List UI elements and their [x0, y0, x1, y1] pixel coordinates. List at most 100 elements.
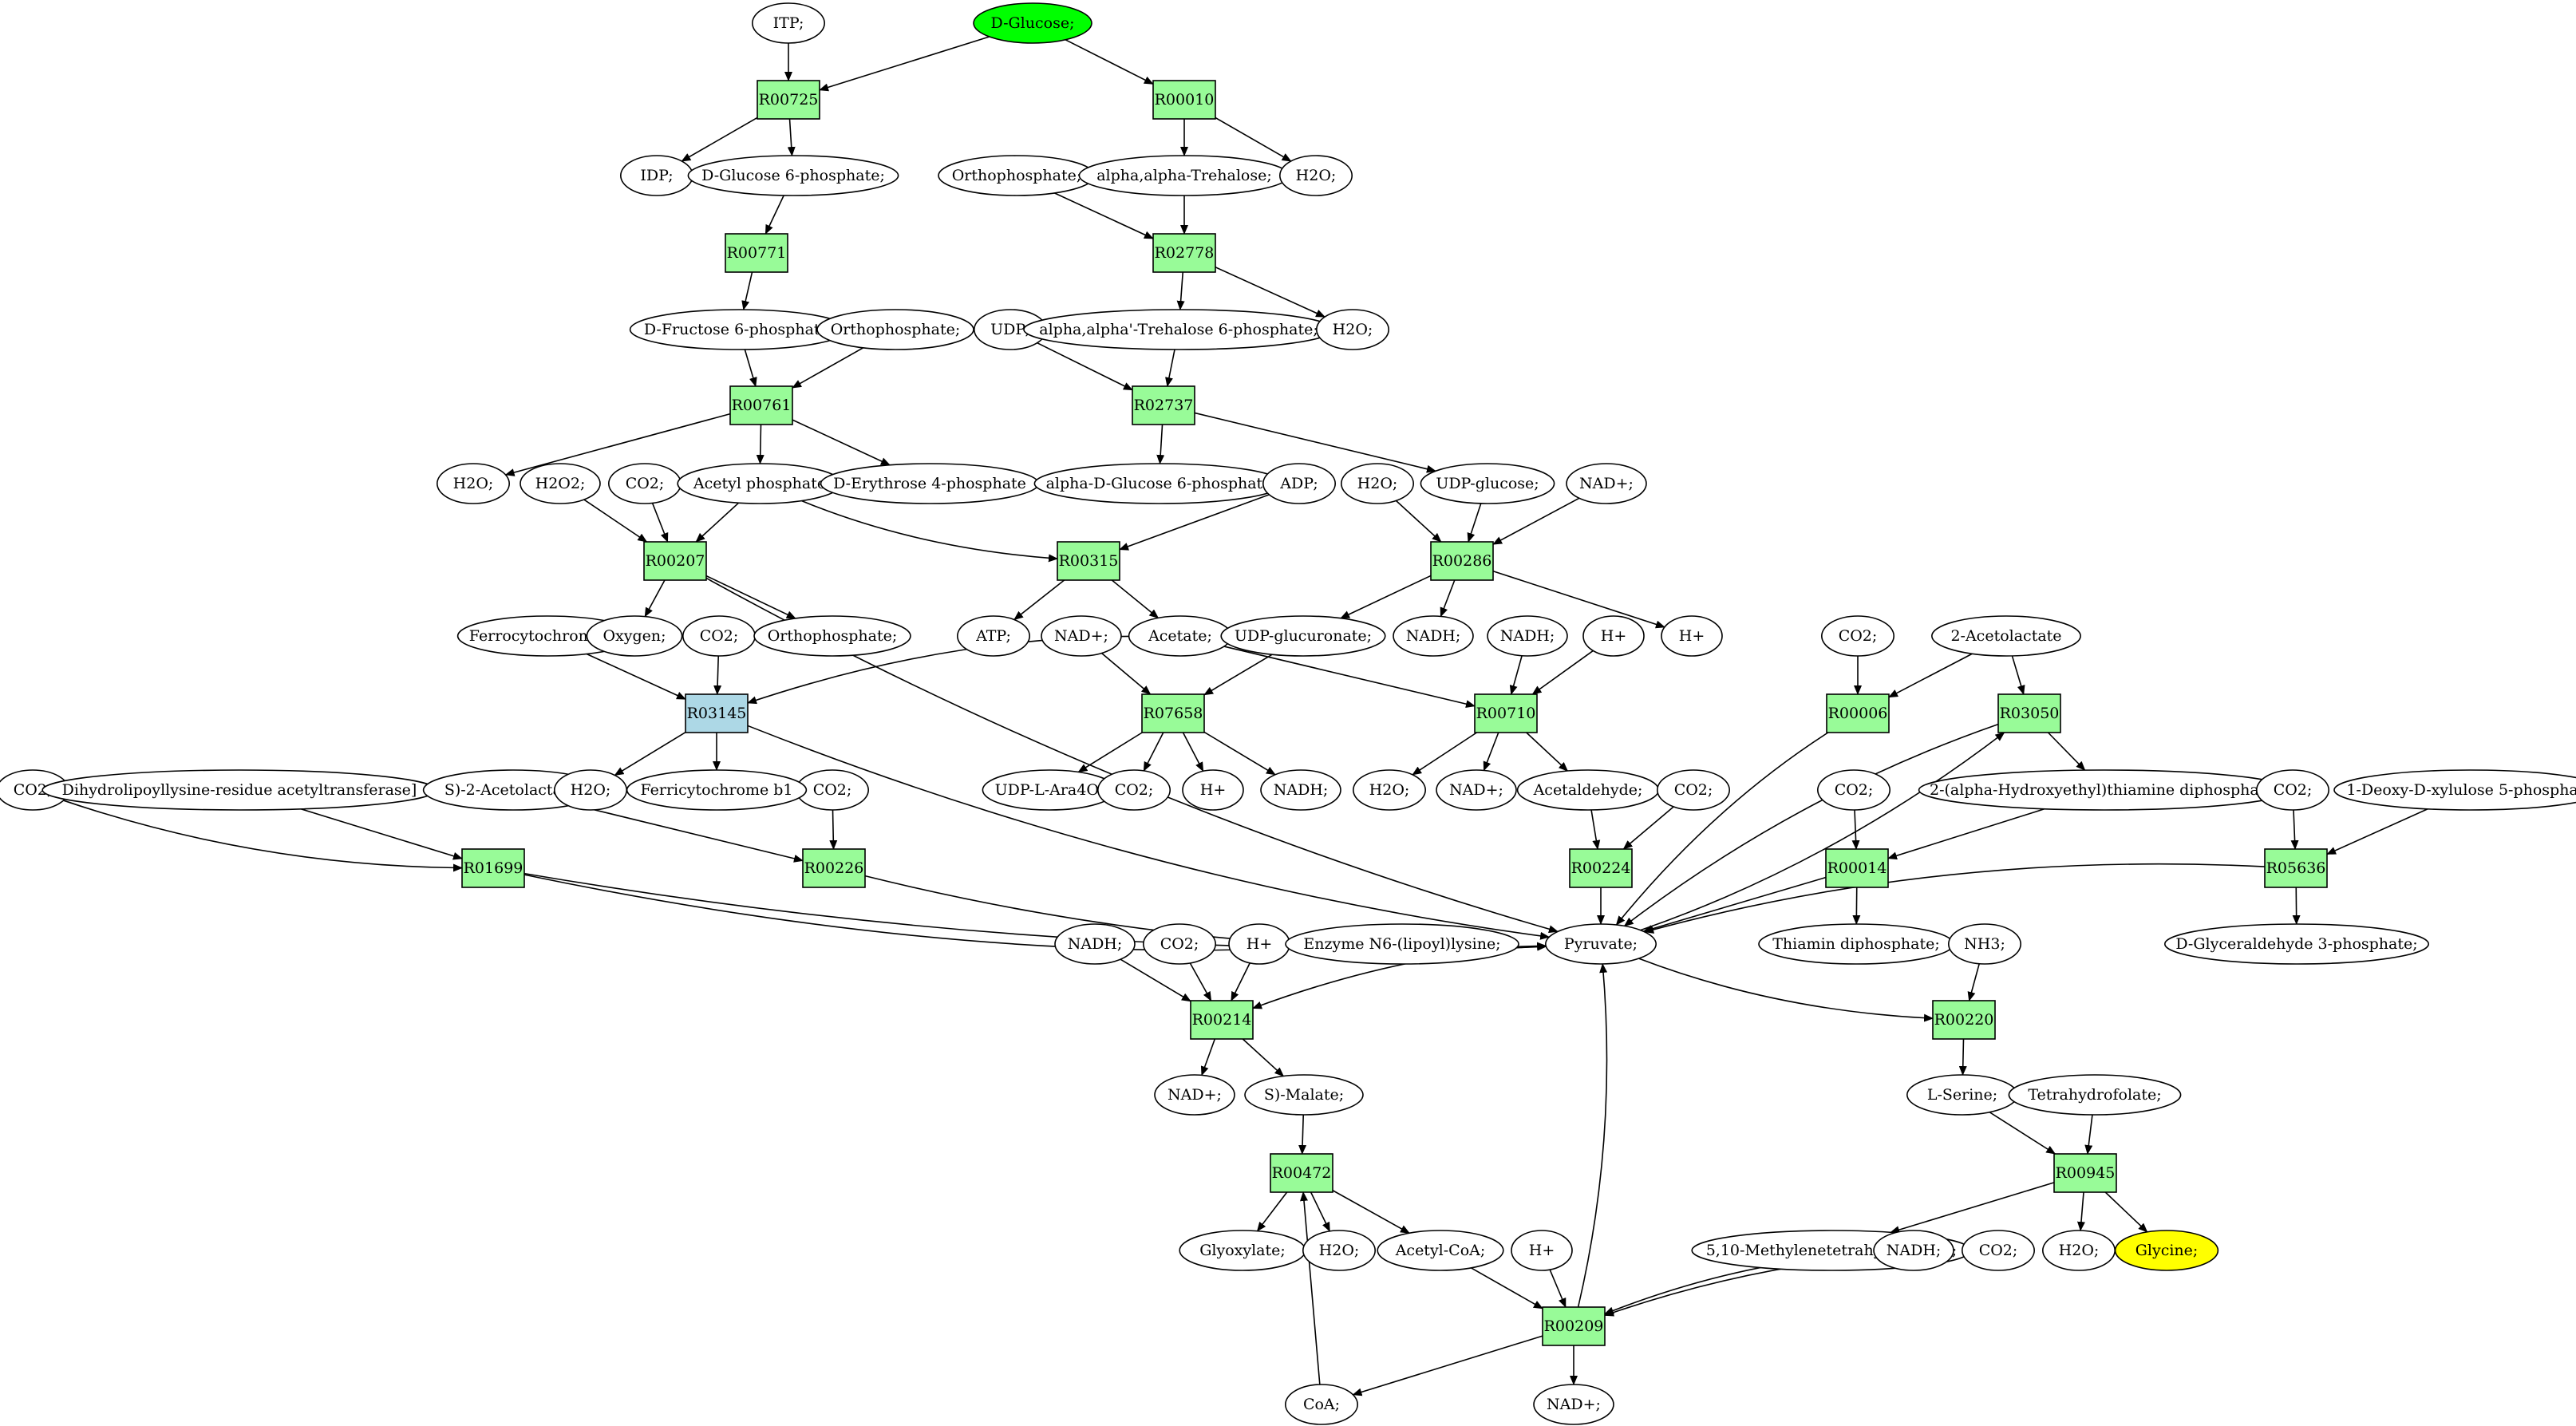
metabolite-node-glucose[interactable]: D-Glucose;: [973, 2, 1092, 44]
metabolite-node-acetate[interactable]: Acetate;: [1128, 615, 1233, 657]
metabolite-node-udpglc[interactable]: UDP-glucose;: [1420, 463, 1555, 504]
metabolite-node-co2_1[interactable]: CO2;: [607, 463, 682, 504]
reaction-node-r00472[interactable]: R00472: [1270, 1153, 1333, 1193]
metabolite-node-nadh4[interactable]: NADH;: [1054, 923, 1136, 965]
metabolite-node-nadp3[interactable]: NAD+;: [1436, 769, 1517, 811]
metabolite-node-trehalose[interactable]: alpha,alpha-Trehalose;: [1078, 155, 1290, 196]
reaction-node-r02737[interactable]: R02737: [1132, 385, 1195, 425]
reaction-node-r00315[interactable]: R00315: [1057, 541, 1120, 581]
metabolite-node-acetaldehyde[interactable]: Acetaldehyde;: [1516, 769, 1660, 811]
metabolite-node-h2o_2[interactable]: H2O;: [1316, 309, 1390, 350]
metabolite-node-acetylp[interactable]: Acetyl phosphate: [677, 463, 843, 504]
metabolite-node-h2o_8[interactable]: H2O;: [2042, 1230, 2116, 1271]
metabolite-node-co2_7[interactable]: CO2;: [1657, 769, 1731, 811]
metabolite-node-ag6p[interactable]: alpha-D-Glucose 6-phosphate: [1033, 463, 1284, 504]
metabolite-node-tpp[interactable]: Thiamin diphosphate;: [1758, 923, 1954, 965]
metabolite-node-co2_9[interactable]: CO2;: [2256, 769, 2330, 811]
metabolite-node-co2_8[interactable]: CO2;: [1817, 769, 1891, 811]
metabolite-node-hplus5[interactable]: H+: [1511, 1230, 1573, 1271]
metabolite-node-h2o_7[interactable]: H2O;: [1302, 1230, 1377, 1271]
metabolite-node-h2o_3[interactable]: H2O;: [436, 463, 510, 504]
metabolite-node-g3p[interactable]: D-Glyceraldehyde 3-phosphate;: [2164, 923, 2430, 965]
metabolite-node-e4p[interactable]: D-Erythrose 4-phosphate: [820, 463, 1040, 504]
metabolite-node-ortho2[interactable]: Orthophosphate;: [816, 309, 974, 350]
reaction-node-r00220[interactable]: R00220: [1932, 1000, 1996, 1040]
metabolite-node-pyruvate[interactable]: Pyruvate;: [1545, 923, 1657, 965]
metabolite-node-oxygen[interactable]: Oxygen;: [586, 615, 683, 657]
metabolite-node-h2o_1[interactable]: H2O;: [1279, 155, 1353, 196]
metabolite-node-g6p[interactable]: D-Glucose 6-phosphate;: [687, 155, 899, 196]
metabolite-node-hplus2[interactable]: H+: [1582, 615, 1645, 657]
metabolite-node-co2_10[interactable]: CO2;: [1143, 923, 1217, 965]
metabolite-node-ortho1[interactable]: Orthophosphate;: [938, 155, 1096, 196]
metabolite-node-nadp4[interactable]: NAD+;: [1154, 1074, 1235, 1116]
reaction-node-r00226[interactable]: R00226: [802, 848, 866, 888]
metabolite-node-hplus3[interactable]: H+: [1182, 769, 1244, 811]
metabolite-node-thf[interactable]: Tetrahydrofolate;: [2008, 1074, 2182, 1116]
reaction-node-r02778[interactable]: R02778: [1152, 233, 1216, 273]
metabolite-node-udpara[interactable]: UDP-L-Ara4O;: [982, 769, 1117, 811]
metabolite-node-h2o_6[interactable]: H2O;: [1353, 769, 1427, 811]
metabolite-node-co2_6[interactable]: CO2;: [1097, 769, 1171, 811]
metabolite-node-h2o_5[interactable]: H2O;: [553, 769, 627, 811]
metabolite-node-coa[interactable]: CoA;: [1285, 1384, 1359, 1425]
metabolite-node-nadh1[interactable]: NADH;: [1393, 615, 1474, 657]
reaction-node-r07658[interactable]: R07658: [1141, 693, 1205, 733]
metabolite-node-acetylcoa[interactable]: Acetyl-CoA;: [1377, 1230, 1504, 1271]
reaction-node-r03050[interactable]: R03050: [1997, 693, 2061, 733]
reaction-node-r00710[interactable]: R00710: [1474, 693, 1538, 733]
metabolite-node-hplus1[interactable]: H+: [1661, 615, 1723, 657]
metabolite-node-dlat[interactable]: Dihydrolipoyllysine-residue acetyltransf…: [41, 769, 437, 811]
metabolite-node-f6p[interactable]: D-Fructose 6-phosphate;: [629, 309, 849, 350]
metabolite-node-lipoyl[interactable]: Enzyme N6-(lipoyl)lysine;: [1285, 923, 1519, 965]
reaction-node-r00761[interactable]: R00761: [729, 385, 793, 425]
metabolite-node-hplus4[interactable]: H+: [1228, 923, 1290, 965]
reaction-node-r00725[interactable]: R00725: [757, 80, 820, 120]
reaction-node-r00771[interactable]: R00771: [725, 233, 788, 273]
metabolite-node-t6p[interactable]: alpha,alpha'-Trehalose 6-phosphate;: [1023, 309, 1334, 350]
metabolite-node-co2_3[interactable]: CO2;: [1821, 615, 1895, 657]
metabolite-node-nadh2[interactable]: NADH;: [1487, 615, 1568, 657]
metabolite-node-serine[interactable]: L-Serine;: [1906, 1074, 2019, 1116]
metabolite-node-nadp2[interactable]: NAD+;: [1041, 615, 1122, 657]
metabolite-node-atp[interactable]: ATP;: [957, 615, 1031, 657]
metabolite-node-h2o_4[interactable]: H2O;: [1341, 463, 1415, 504]
metabolite-node-dxp[interactable]: 1-Deoxy-D-xylulose 5-phosphate: [2333, 769, 2576, 811]
reaction-node-r00006[interactable]: R00006: [1826, 693, 1890, 733]
metabolite-node-nadh3[interactable]: NADH;: [1260, 769, 1341, 811]
reaction-node-r00209[interactable]: R00209: [1542, 1306, 1606, 1346]
metabolite-node-acetolactate[interactable]: 2-Acetolactate: [1931, 615, 2082, 657]
metabolite-node-adp[interactable]: ADP;: [1262, 463, 1337, 504]
metabolite-node-udp[interactable]: UDP;: [974, 309, 1048, 350]
metabolite-node-nadp1[interactable]: NAD+;: [1566, 463, 1647, 504]
reaction-node-r00010[interactable]: R00010: [1152, 80, 1216, 120]
metabolite-node-htpp[interactable]: 2-(alpha-Hydroxyethyl)thiamine diphospha…: [1918, 769, 2291, 811]
metabolite-node-ortho3[interactable]: Orthophosphate;: [753, 615, 911, 657]
reaction-node-r01699[interactable]: R01699: [461, 848, 525, 888]
metabolite-node-nadp5[interactable]: NAD+;: [1533, 1384, 1614, 1425]
metabolite-node-co2_5[interactable]: CO2;: [795, 769, 869, 811]
reaction-node-r00014[interactable]: R00014: [1825, 848, 1889, 888]
reaction-node-r00214[interactable]: R00214: [1190, 1000, 1254, 1040]
edge-r00286-to-hplus1: [1492, 570, 1665, 629]
metabolite-node-ferri[interactable]: Ferricytochrome b1: [626, 769, 808, 811]
metabolite-node-nh3[interactable]: NH3;: [1948, 923, 2022, 965]
metabolite-node-glycine[interactable]: Glycine;: [2114, 1230, 2219, 1271]
metabolite-node-sacetolactate[interactable]: S)-2-Acetolactate;: [422, 769, 604, 811]
metabolite-node-itp[interactable]: ITP;: [751, 2, 825, 44]
reaction-node-r00207[interactable]: R00207: [643, 541, 707, 581]
reaction-node-r05636[interactable]: R05636: [2264, 848, 2328, 888]
reaction-node-r00945[interactable]: R00945: [2053, 1153, 2117, 1193]
metabolite-node-smalate[interactable]: S)-Malate;: [1244, 1074, 1364, 1116]
metabolite-node-nadh5[interactable]: NADH;: [1873, 1230, 1954, 1271]
metabolite-node-co2_2[interactable]: CO2;: [682, 615, 756, 657]
metabolite-node-glyoxylate[interactable]: Glyoxylate;: [1179, 1230, 1306, 1271]
metabolite-node-h2o2[interactable]: H2O2;: [520, 463, 601, 504]
reaction-node-r03145[interactable]: R03145: [685, 693, 749, 733]
metabolite-node-idp[interactable]: IDP;: [619, 155, 693, 196]
reaction-node-r00286[interactable]: R00286: [1430, 541, 1494, 581]
metabolite-node-udpglcu[interactable]: UDP-glucuronate;: [1220, 615, 1386, 657]
reaction-node-r00224[interactable]: R00224: [1569, 848, 1633, 888]
edge-f6p-to-r00761: [744, 349, 757, 387]
metabolite-node-co2_11[interactable]: CO2;: [1962, 1230, 2036, 1271]
